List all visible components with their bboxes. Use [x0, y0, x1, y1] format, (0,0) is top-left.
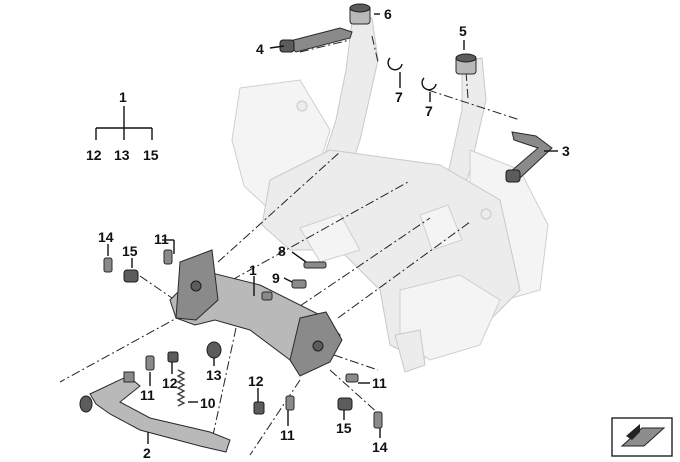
part-13-bushing — [206, 341, 222, 359]
callout-11-bottom: 11 — [280, 427, 295, 443]
callout-13-tree: 13 — [114, 147, 130, 163]
part-11-bolt-left — [145, 355, 155, 371]
callout-11-right: 11 — [372, 375, 387, 391]
part-9-bolt — [291, 279, 307, 289]
part-10-spring — [176, 369, 186, 407]
part-4-handle — [279, 27, 353, 53]
part-7-clip-right — [421, 77, 437, 91]
part-7-clip-left — [387, 57, 403, 71]
assembly-lines — [59, 35, 521, 456]
callout-13-mid: 13 — [206, 367, 222, 383]
part-8-pin — [303, 261, 327, 269]
part-11-bolt-bottom — [285, 395, 295, 411]
callout-3: 3 — [562, 143, 570, 159]
callout-5: 5 — [459, 23, 467, 39]
callout-11-left: 11 — [140, 387, 155, 403]
callout-1-mid: 1 — [249, 262, 257, 278]
part-12-nut-right — [253, 401, 265, 415]
callout-7-right: 7 — [425, 103, 433, 119]
part-14-bolt-left — [103, 257, 113, 273]
part-11-bolt-right — [345, 373, 359, 383]
part-12-nut-left — [167, 351, 179, 363]
callout-10: 10 — [200, 395, 216, 411]
callout-2: 2 — [143, 445, 151, 461]
part-15-bushing-left — [123, 269, 139, 283]
part-11-bolt-top — [163, 249, 173, 265]
callout-15-left: 15 — [122, 243, 138, 259]
part-2-bar — [79, 371, 231, 453]
callout-7-left: 7 — [395, 89, 403, 105]
callout-15-right: 15 — [336, 420, 352, 436]
part-15-bushing-right — [337, 397, 353, 411]
callout-4: 4 — [256, 41, 264, 57]
callout-12-left: 12 — [162, 375, 178, 391]
callout-8: 8 — [278, 243, 286, 259]
callout-12-right: 12 — [248, 373, 264, 389]
part-6-sleeve — [349, 3, 371, 25]
callout-12-tree: 12 — [86, 147, 102, 163]
callout-14-left: 14 — [98, 229, 114, 245]
part-3-handle — [505, 131, 553, 183]
callout-11-top: 11 — [154, 231, 169, 247]
callout-15-tree: 15 — [143, 147, 159, 163]
callout-9: 9 — [272, 270, 280, 286]
ghost-frame — [231, 17, 549, 373]
callout-6: 6 — [384, 6, 392, 22]
leader-lines — [95, 13, 558, 444]
callout-1-top: 1 — [119, 89, 127, 105]
part-1-bracket — [169, 249, 343, 377]
part-5-sleeve — [455, 53, 477, 75]
callout-14-right: 14 — [372, 439, 388, 455]
view-direction-icon — [611, 417, 673, 457]
part-14-bolt-right — [373, 411, 383, 429]
